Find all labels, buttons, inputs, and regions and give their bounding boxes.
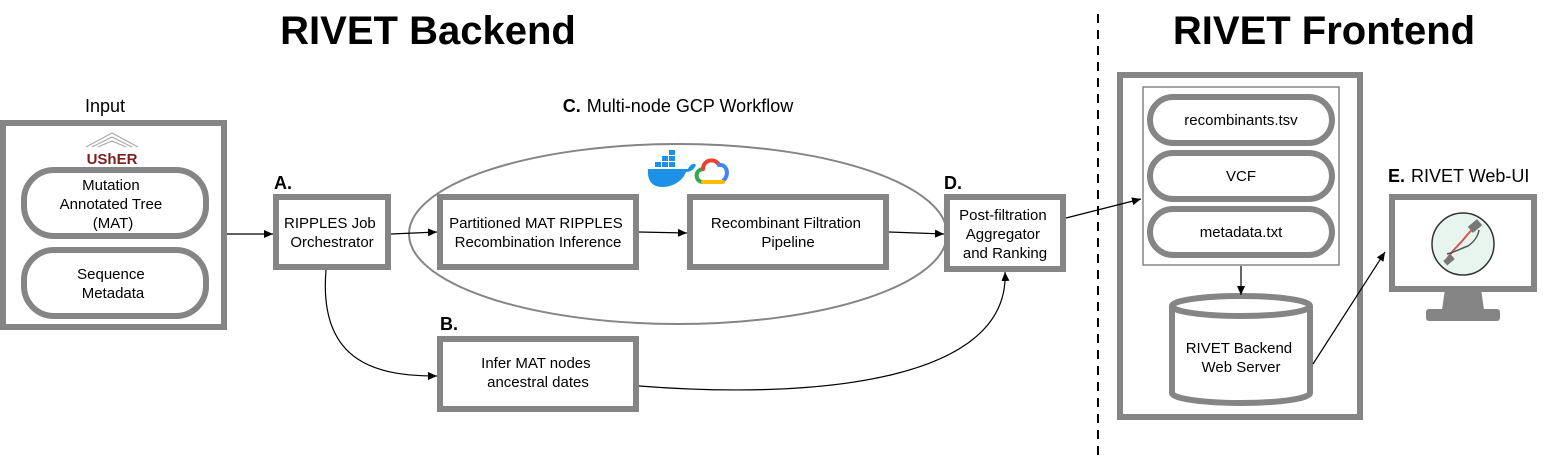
recombinants-tsv-label: recombinants.tsv [1184, 112, 1298, 129]
orchestrator-to-partitioned-arrow [390, 228, 438, 237]
partitioned-to-filtration-arrow [638, 228, 688, 237]
docker-icon [647, 150, 696, 187]
metadata-txt-pill [1147, 206, 1335, 258]
input-title: Input [85, 96, 125, 116]
backend-header: RIVET Backend [280, 9, 576, 53]
step-d-letter: D. [944, 173, 962, 193]
rivet-logo-icon [1431, 212, 1495, 276]
step-a-letter: A. [274, 173, 292, 193]
infer-dates-box [437, 336, 639, 412]
google-cloud-icon [694, 158, 729, 184]
frontend-header: RIVET Frontend [1173, 9, 1475, 53]
vcf-pill [1147, 150, 1335, 202]
infer-to-postfilter-arrow [638, 271, 1010, 391]
mat-pill [21, 167, 209, 239]
ripples-orchestrator-box [273, 194, 391, 270]
orchestrator-to-infer-arrow [324, 269, 438, 380]
partitioned-mat-box [437, 194, 639, 270]
recombinants-tsv-pill [1147, 94, 1335, 146]
step-b-letter: B. [440, 314, 458, 334]
usher-logo: UShER [85, 132, 139, 168]
postfilter-to-files-arrow [1065, 197, 1142, 219]
metadata-label: Sequence Metadata [77, 266, 149, 302]
partitioned-mat-label: Partitioned MAT RIPPLES Recombination In… [449, 215, 627, 251]
filtration-pipeline-label: Recombinant Filtration Pipeline [711, 215, 865, 251]
web-server-database [1169, 293, 1313, 406]
filtration-pipeline-box [687, 194, 889, 270]
mat-label: Mutation Annotated Tree (MAT) [60, 177, 167, 232]
gcp-workflow-title: C.Multi-node GCP Workflow [563, 96, 794, 116]
metadata-pill [21, 247, 209, 319]
ripples-orchestrator-label: RIPPLES Job Orchestrator [284, 215, 380, 251]
web-ui-title: E.RIVET Web-UI [1388, 166, 1529, 186]
usher-logo-text: UShER [87, 151, 138, 168]
post-filtration-box [944, 194, 1066, 272]
web-server-label: RIVET Backend Web Server [1186, 340, 1297, 376]
filtration-to-postfilter-arrow [888, 229, 945, 238]
post-filtration-label: Post-filtration Aggregator and Ranking [959, 207, 1051, 262]
infer-dates-label: Infer MAT nodes ancestral dates [481, 355, 595, 391]
server-to-webui-arrow [1312, 251, 1386, 365]
metadata-txt-label: metadata.txt [1200, 224, 1283, 241]
vcf-label: VCF [1226, 168, 1256, 185]
